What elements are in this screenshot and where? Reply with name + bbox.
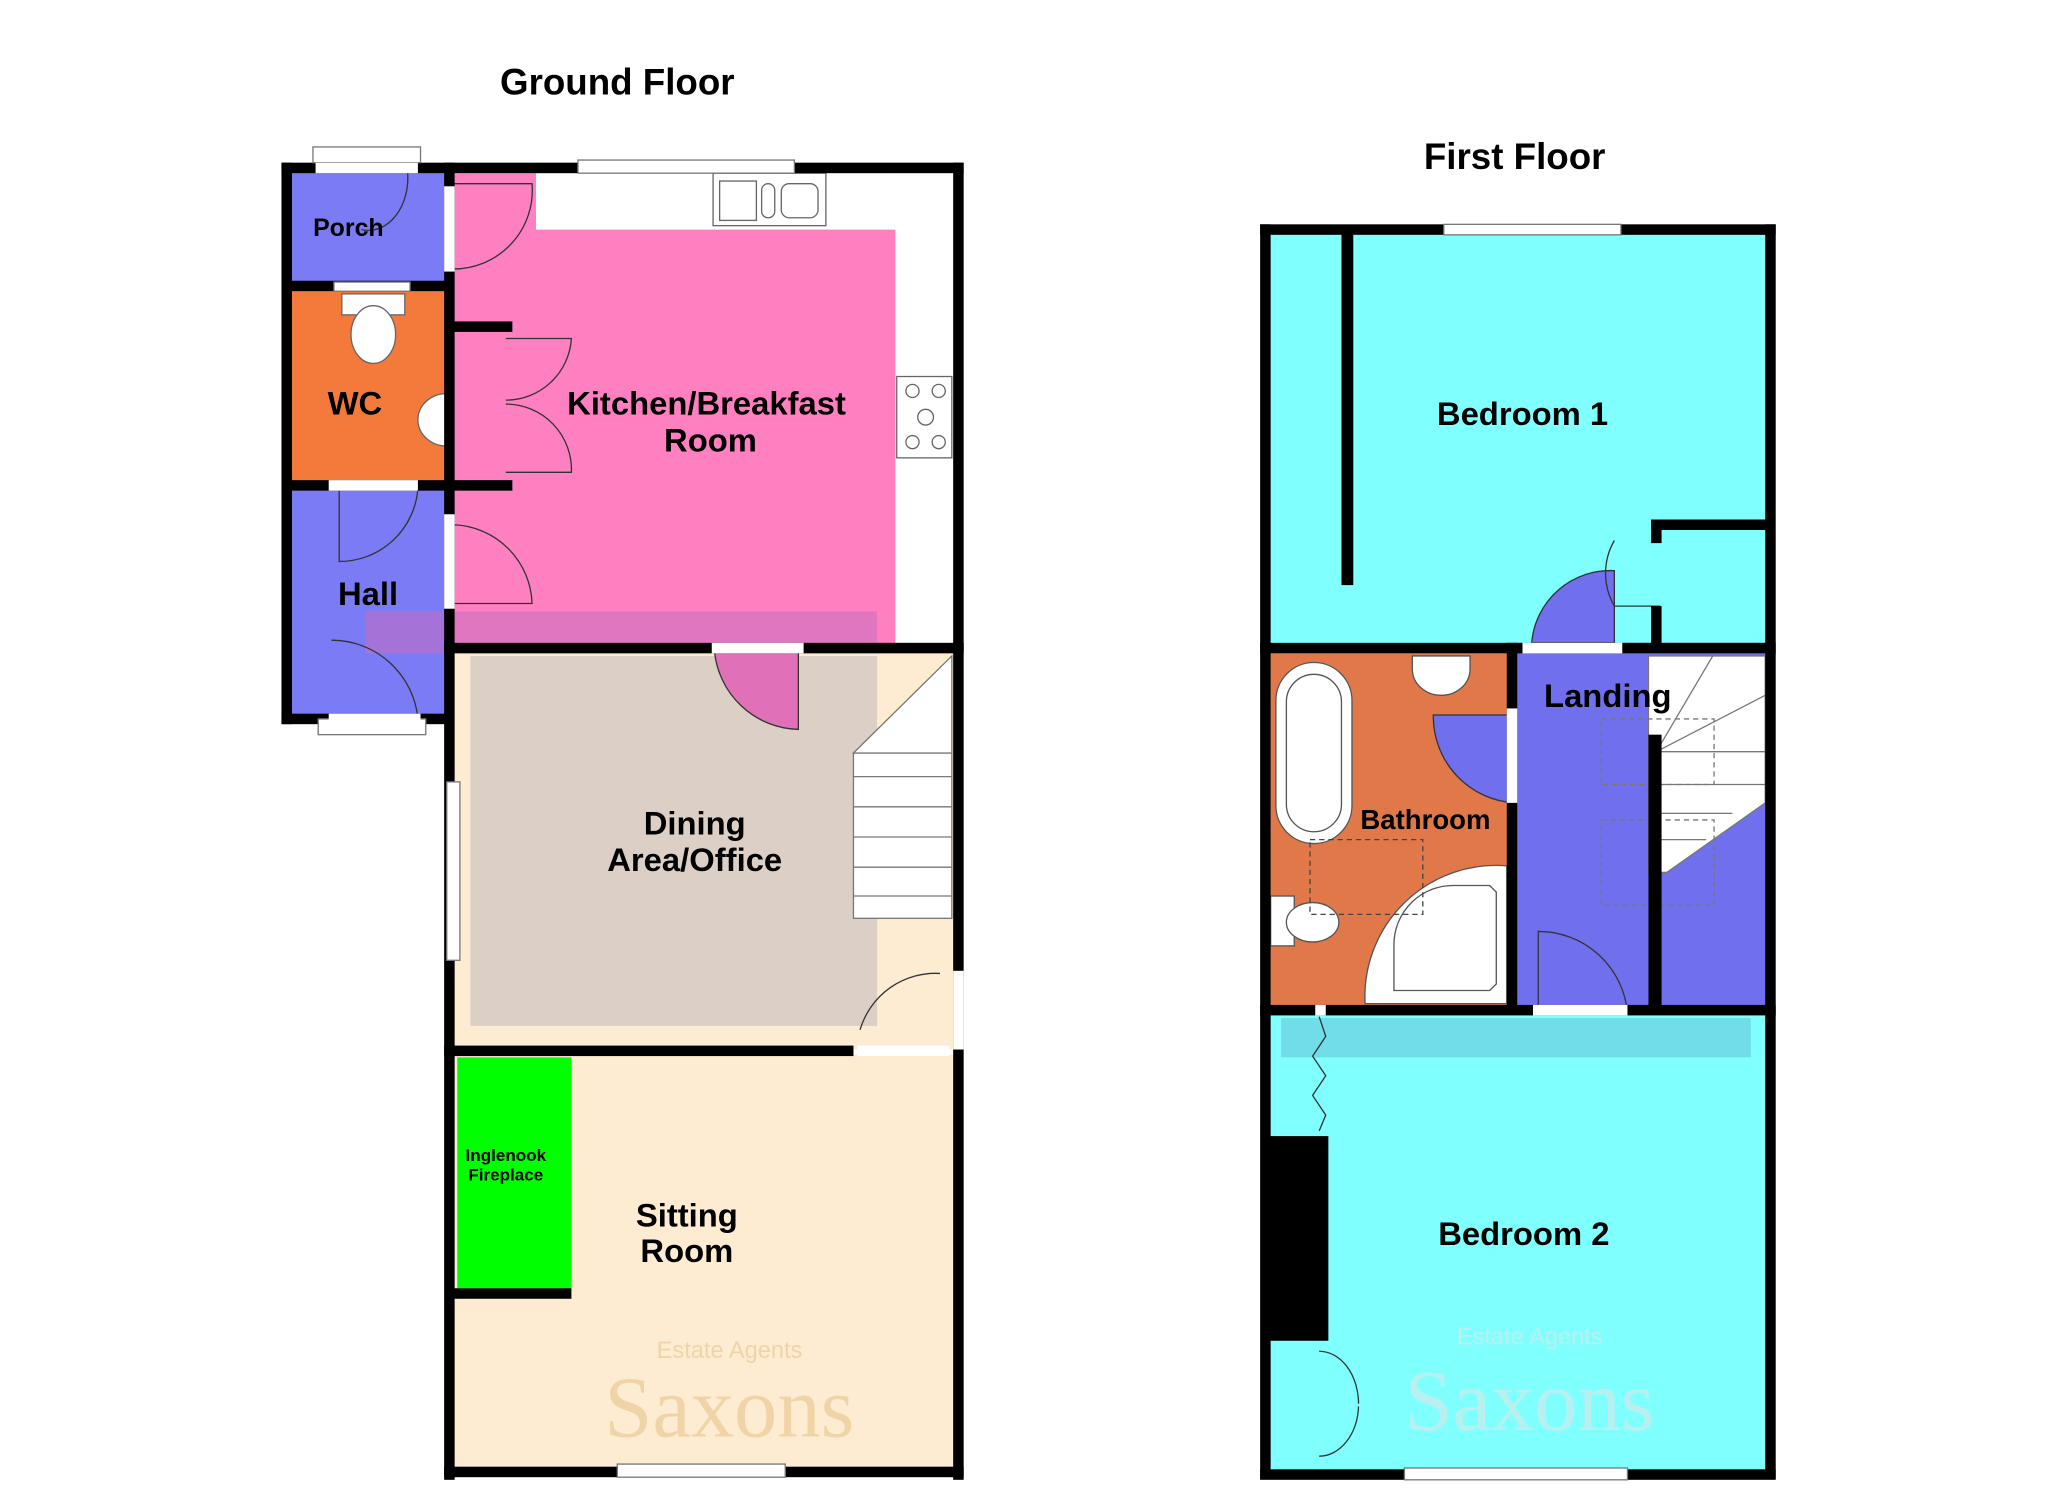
dining-label-1: Dining [644,804,746,841]
kitchen-area [453,173,896,649]
ground-floor-title: Ground Floor [500,61,735,102]
wc-label: WC [328,385,383,422]
windows-first [1315,223,1629,1481]
bathroom-dashed-fitting [1309,838,1424,916]
dining-label-2: Area/Office [607,841,782,878]
bedroom2-label: Bedroom 2 [1438,1215,1609,1252]
hall-area [289,488,454,719]
fireplace-area [457,1057,572,1291]
first-stairs [1600,655,1766,906]
kitchen-label-2: Room [664,421,757,458]
first-floor-title: First Floor [1424,136,1606,177]
hob-icon [896,375,953,459]
watermark-brand-first: Saxons [1404,1353,1654,1449]
toilet-icon [341,293,406,365]
watermark-ground: Estate Agents Saxons [604,1338,854,1456]
bedroom2-overlay [1281,1018,1751,1058]
sitting-label-1: Sitting [636,1197,738,1234]
shower-icon [1364,864,1508,1005]
dining-floor [470,655,878,1026]
fireplace-label-1: Inglenook [466,1146,547,1165]
watermark-first: Estate Agents Saxons [1404,1325,1654,1449]
bath-icon [1275,661,1353,845]
doors-ground [331,170,941,1031]
porch-label: Porch [313,214,384,242]
kitchen-sink-icon [712,172,827,227]
watermark-tagline: Estate Agents [657,1338,803,1364]
basin-icon [417,392,448,447]
sitting-label-2: Room [640,1232,733,1269]
bathroom-basin-icon [1411,655,1471,696]
ground-floor: Ground Floor [281,61,964,1480]
bedroom1-label: Bedroom 1 [1437,395,1608,432]
kitchen-label-1: Kitchen/Breakfast [567,385,846,422]
bedroom2-area [1268,1012,1767,1472]
landing-label: Landing [1544,677,1671,714]
watermark-tagline-first: Estate Agents [1457,1325,1603,1351]
ground-stairs [851,654,953,919]
bathroom-label: Bathroom [1360,804,1490,835]
fireplace-label-2: Fireplace [468,1166,543,1185]
watermark-brand: Saxons [604,1360,854,1456]
hall-label: Hall [338,575,398,612]
windows-ground [312,146,964,1478]
porch-area [289,170,454,284]
first-floor: First Floor [1260,136,1776,1481]
doors-first [1311,540,1661,1457]
bathroom-toilet-icon [1269,895,1340,947]
